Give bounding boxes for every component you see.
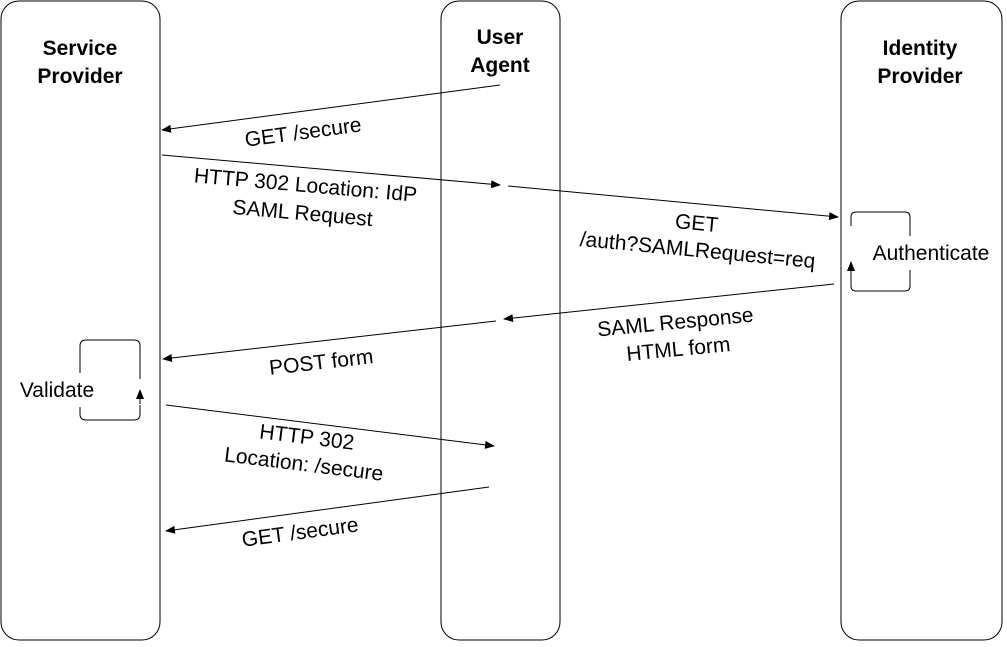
message-label: SAML Request	[232, 196, 374, 231]
self-action-label: Authenticate	[873, 242, 990, 265]
message-label: GET /secure	[240, 513, 360, 551]
lane-user-agent: User Agent	[440, 0, 561, 641]
message-label: SAML Response	[596, 304, 754, 342]
message-label: POST form	[268, 345, 375, 380]
message-label: HTML form	[625, 333, 731, 366]
self-action-authenticate: Authenticate	[847, 211, 998, 292]
lane-title-line: Agent	[470, 54, 530, 77]
self-action-label: Validate	[20, 379, 94, 402]
lane-title-line: Identity	[883, 37, 958, 60]
message-label: GET /secure	[243, 113, 363, 151]
message-label: HTTP 302 Location: IdP	[193, 164, 418, 206]
loop-label-bg	[12, 373, 102, 407]
message-arrow	[161, 84, 501, 133]
message-arrow	[503, 283, 835, 323]
lane-title-line: Service	[43, 37, 118, 60]
message-arrow	[507, 185, 839, 221]
lane-identity-provider: Identity Provider	[840, 0, 1003, 641]
message-arrow	[161, 154, 501, 189]
lane-title-line: User	[477, 26, 524, 49]
message-label: Location: /secure	[223, 443, 385, 485]
message-arrow	[165, 404, 495, 449]
lane-title-line: Provider	[37, 65, 122, 88]
lane-service-provider: Service Provider	[0, 0, 161, 641]
message-arrow	[165, 486, 490, 534]
self-action-validate: Validate	[12, 339, 144, 421]
message-label: GET	[674, 210, 719, 237]
lane-title-line: Provider	[877, 65, 962, 88]
message-arrow	[162, 320, 497, 362]
loop-label-bg	[862, 236, 998, 270]
